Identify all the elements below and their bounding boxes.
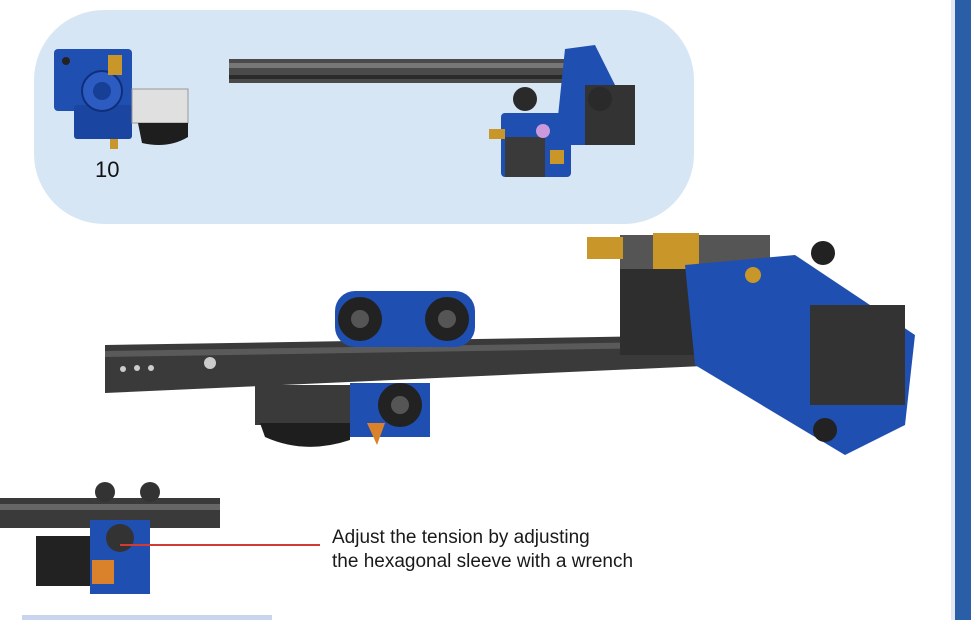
callout-leader-line: [120, 544, 320, 546]
callout-line-1: Adjust the tension by adjusting: [332, 527, 590, 548]
inset-rail-assembly-illustration: [229, 45, 635, 177]
right-accent-bar: [955, 0, 971, 620]
callout-line-2: the hexagonal sleeve with a wrench: [332, 551, 634, 572]
callout-annotation: Adjust the tension by adjusting the hexa…: [332, 526, 633, 574]
tension-detail-illustration: [0, 482, 220, 594]
right-bar-edge: [951, 0, 955, 620]
hotend-module-illustration: [54, 49, 189, 149]
bottom-strip: [22, 615, 272, 620]
main-rail-assembly-illustration: [105, 233, 915, 455]
step-number: 10: [95, 157, 120, 182]
